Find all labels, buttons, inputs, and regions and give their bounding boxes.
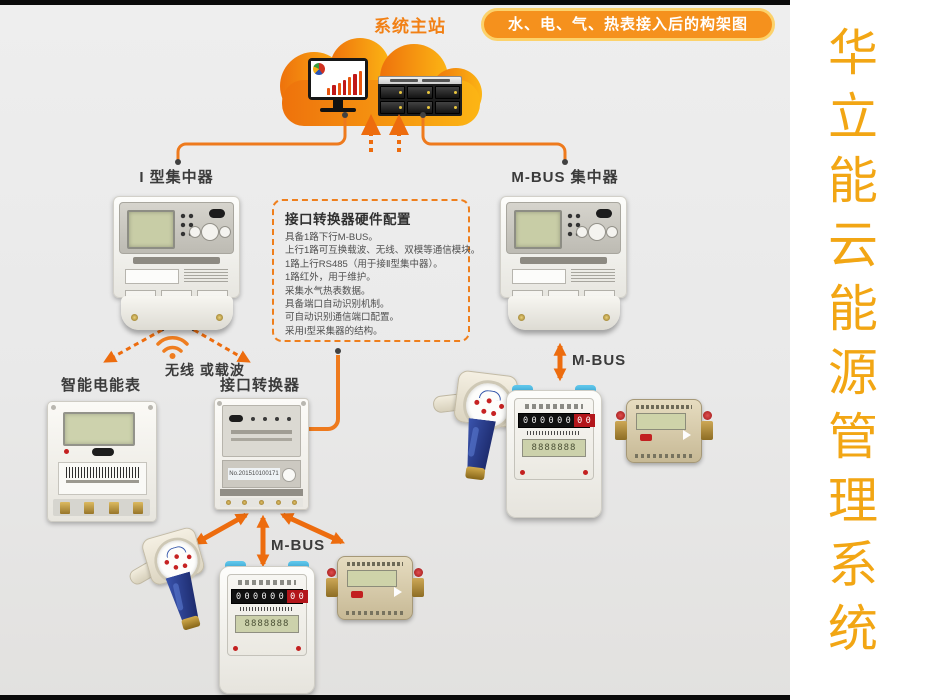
connector-lines <box>103 112 568 568</box>
device-lcd: 8888888 <box>522 439 586 457</box>
heat-meter-device <box>615 399 713 463</box>
config-line: 1路上行RS485（用于接Ⅱ型集中器）。 <box>285 258 443 270</box>
converter-serial-label: No.201510100171 <box>228 468 280 480</box>
brand-panel: 华立能云能源管理系统 <box>790 0 950 700</box>
mbus-label-bottom: M-BUS <box>271 537 326 554</box>
concentrator-type1-device <box>113 196 240 332</box>
device-lcd <box>127 210 175 249</box>
wifi-icon <box>156 336 189 353</box>
server-rack-icon <box>378 76 462 118</box>
concentrator-mbus-device <box>500 196 627 332</box>
architecture-badge: 水、电、气、热表接入后的构架图 <box>481 8 775 41</box>
converter-config-box: 接口转换器硬件配置 具备1路下行M-BUS。 上行1路可互换载波、无线、双模等通… <box>272 199 481 342</box>
gas-odometer: 000000 <box>523 415 575 426</box>
system-master-label: 系统主站 <box>374 17 446 36</box>
converter-label: 接口转换器 <box>219 377 300 394</box>
config-line: 采集水气热表数据。 <box>285 285 371 297</box>
config-line: 上行1路可互换载波、无线、双模等通信模块。 <box>285 245 481 257</box>
interface-converter-device: No.201510100171 <box>214 398 309 510</box>
concentrator-mbus-label: M-BUS 集中器 <box>511 169 619 186</box>
gas-odometer: 000000 <box>236 591 288 602</box>
config-line: 具备端口自动识别机制。 <box>285 299 390 311</box>
bottom-black-bar <box>0 695 790 700</box>
mbus-label-right: M-BUS <box>572 352 627 369</box>
monitor-chart-icon <box>308 58 368 114</box>
config-line: 具备1路下行M-BUS。 <box>285 232 378 243</box>
device-lcd <box>63 412 135 446</box>
pie-chart-icon <box>313 63 325 75</box>
config-line: 可自动识别通信端口配置。 <box>285 312 400 324</box>
diagram-canvas: 系统主站 水、电、气、热表接入后的构架图 <box>0 0 790 700</box>
gas-meter-device: 000000 00 8888888 <box>219 561 315 694</box>
config-box-title: 接口转换器硬件配置 <box>285 212 411 227</box>
config-line: 1路红外，用于维护。 <box>285 272 376 284</box>
device-lcd: 8888888 <box>235 615 299 633</box>
vertical-brand-title: 华立能云能源管理系统 <box>820 26 878 666</box>
gas-meter-device: 000000 00 8888888 <box>506 385 602 518</box>
heat-meter-device <box>326 556 424 620</box>
top-black-bar <box>0 0 790 5</box>
concentrator-type1-label: I 型集中器 <box>139 169 214 186</box>
cloud-platform <box>272 36 490 128</box>
converter-button <box>282 468 296 482</box>
smart-energy-meter-device <box>47 401 157 522</box>
device-lcd <box>347 570 397 587</box>
config-line: 采用I型采集器的结构。 <box>285 325 383 337</box>
device-lcd <box>514 210 562 249</box>
wireless-carrier-label: 无线 或载波 <box>165 362 245 378</box>
device-lcd <box>636 413 686 430</box>
smart-meter-label: 智能电能表 <box>60 377 141 394</box>
